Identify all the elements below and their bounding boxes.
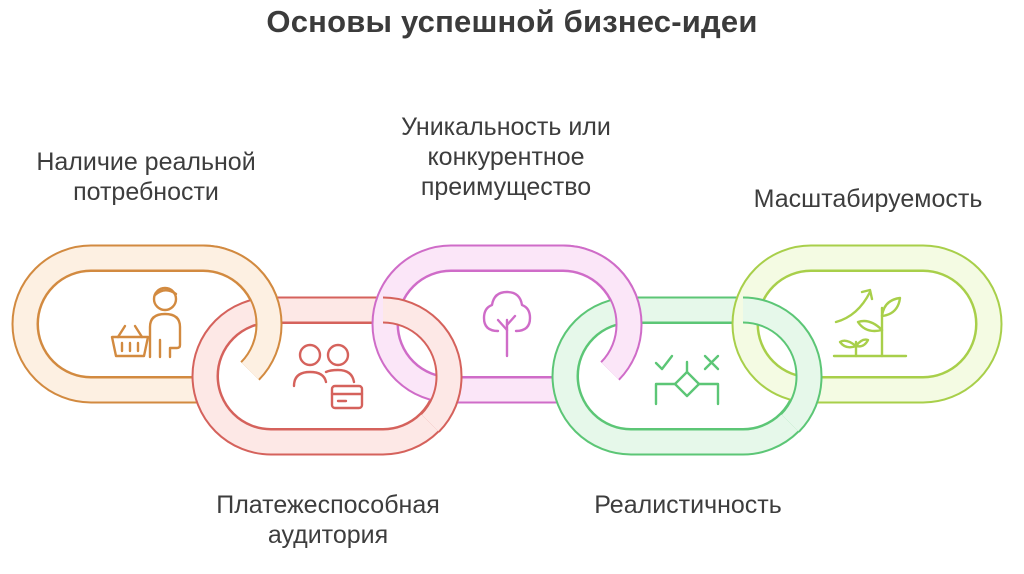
chain-link-4-overlap <box>742 296 823 433</box>
label-line: Реалистичность <box>594 491 782 519</box>
label-paying-audience: Платежеспособная аудитория <box>178 490 478 550</box>
tree-icon <box>482 290 532 358</box>
label-uniqueness: Уникальность или конкурентное преимущест… <box>356 112 656 202</box>
label-line: Уникальность или <box>401 113 611 141</box>
chain-link-1-overlap <box>202 244 283 381</box>
growing-plant-icon <box>832 288 908 358</box>
chain-link-2-overlap <box>382 296 463 433</box>
decision-check-cross-icon <box>654 354 720 406</box>
label-real-need: Наличие реальной потребности <box>0 147 292 207</box>
page-title: Основы успешной бизнес-идеи <box>266 4 758 39</box>
label-line: Наличие реальной <box>36 148 256 176</box>
label-line: потребности <box>73 178 219 206</box>
label-line: аудитория <box>267 521 389 549</box>
label-line: Масштабируемость <box>753 185 983 213</box>
people-wallet-icon <box>292 343 364 410</box>
label-scalability: Масштабируемость <box>714 184 1022 214</box>
label-line: конкурентное <box>427 143 585 171</box>
label-line: Платежеспособная <box>216 491 440 519</box>
chain-link-5 <box>731 244 1003 404</box>
chain-link-3-overlap <box>562 244 643 381</box>
label-realism: Реалистичность <box>538 490 838 520</box>
label-line: преимущество <box>420 173 592 201</box>
shopper-basket-icon <box>110 286 182 359</box>
